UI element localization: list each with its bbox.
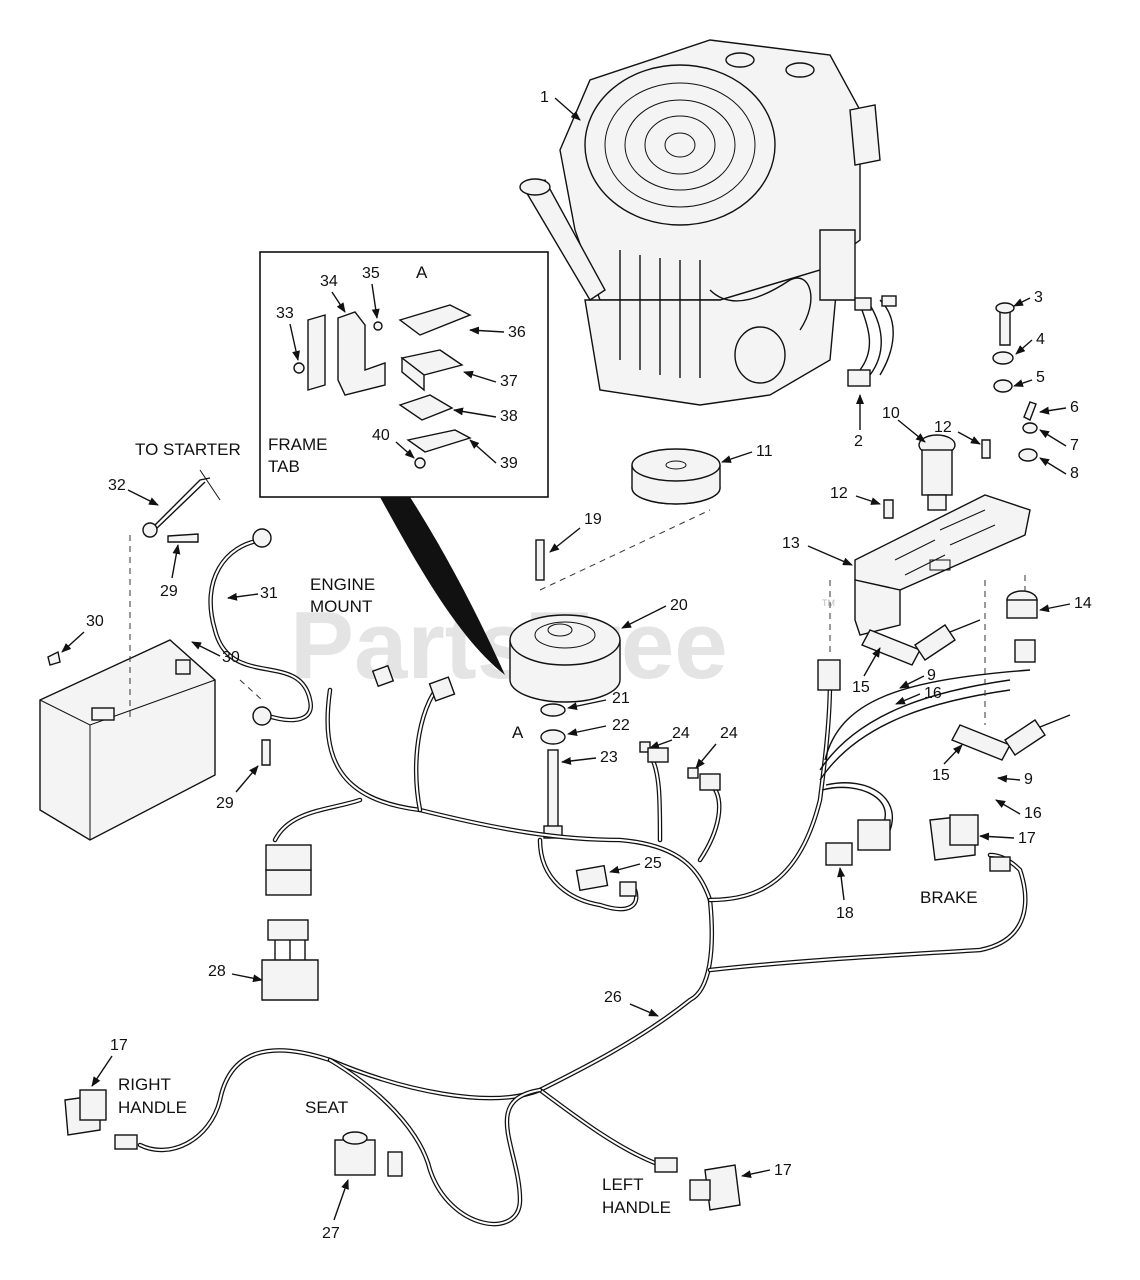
callout-13: 13 <box>782 535 800 552</box>
callout-3: 3 <box>1034 289 1043 306</box>
switches-17-27 <box>64 814 1011 1211</box>
left-handle-label-1: LEFT <box>602 1175 644 1194</box>
right-handle-label-2: HANDLE <box>118 1098 187 1117</box>
callout-31: 31 <box>260 585 278 602</box>
callout-16b: 16 <box>1024 805 1042 822</box>
ignition-switch-part <box>883 434 991 519</box>
pulley-part <box>631 448 721 505</box>
callout-24b: 24 <box>720 725 738 742</box>
callout-29a: 29 <box>160 583 178 600</box>
clutch-view-letter: A <box>512 723 524 742</box>
callout-12b: 12 <box>830 485 848 502</box>
callout-17a: 17 <box>1018 830 1036 847</box>
callout-29b: 29 <box>216 795 234 812</box>
callout-18: 18 <box>836 905 854 922</box>
main-wiring-harness <box>137 659 1031 1227</box>
callout-35: 35 <box>362 265 380 282</box>
callout-20: 20 <box>670 597 688 614</box>
callout-30a: 30 <box>86 613 104 630</box>
callout-17b: 17 <box>110 1037 128 1054</box>
switch-part-14 <box>1006 590 1038 663</box>
callout-11: 11 <box>756 443 773 460</box>
callout-19: 19 <box>584 511 602 528</box>
inset-view-letter: A <box>416 263 428 282</box>
seat-label: SEAT <box>305 1098 348 1117</box>
cable-part-15 <box>861 619 1071 761</box>
callout-28: 28 <box>208 963 226 980</box>
callout-16a: 16 <box>924 685 942 702</box>
callout-15b: 15 <box>932 767 950 784</box>
brake-label: BRAKE <box>920 888 978 907</box>
callout-1: 1 <box>540 89 549 106</box>
engine-mount-label-1: ENGINE <box>310 575 375 594</box>
callout-15a: 15 <box>852 679 870 696</box>
callout-32: 32 <box>108 477 126 494</box>
left-handle-label-2: HANDLE <box>602 1198 671 1217</box>
detail-inset-a <box>259 251 549 498</box>
engine-harness-connector-part <box>847 295 897 387</box>
callout-33: 33 <box>276 305 294 322</box>
frame-tab-label-1: FRAME <box>268 435 328 454</box>
engine-mount-label-2: MOUNT <box>310 597 372 616</box>
callout-7: 7 <box>1070 437 1079 454</box>
callout-25: 25 <box>644 855 662 872</box>
callouts: 1 2 3 4 5 6 7 8 9 9 10 11 12 12 13 14 15… <box>61 89 1092 1242</box>
callout-24a: 24 <box>672 725 690 742</box>
watermark-trademark: TM <box>822 598 835 608</box>
right-handle-label-1: RIGHT <box>118 1075 171 1094</box>
connectors <box>261 664 891 1001</box>
hardware-bolts-nuts <box>992 302 1038 462</box>
callout-22: 22 <box>612 717 630 734</box>
callout-10: 10 <box>882 405 900 422</box>
callout-36: 36 <box>508 324 526 341</box>
callout-14: 14 <box>1074 595 1092 612</box>
callout-17c: 17 <box>774 1162 792 1179</box>
callout-12a: 12 <box>934 419 952 436</box>
inset-pointer <box>380 497 505 675</box>
callout-6: 6 <box>1070 399 1079 416</box>
callout-21: 21 <box>612 690 630 707</box>
callout-34: 34 <box>320 273 338 290</box>
callout-5: 5 <box>1036 369 1045 386</box>
frame-tab-label-2: TAB <box>268 457 300 476</box>
callout-38: 38 <box>500 408 518 425</box>
callout-39: 39 <box>500 455 518 472</box>
callout-37: 37 <box>500 373 518 390</box>
callout-9a: 9 <box>927 667 936 684</box>
callout-9b: 9 <box>1024 771 1033 788</box>
electric-clutch-part <box>509 539 621 839</box>
to-starter-label: TO STARTER <box>135 440 241 459</box>
callout-4: 4 <box>1036 331 1045 348</box>
engine-part <box>519 39 881 406</box>
callout-2: 2 <box>854 433 863 450</box>
battery-part <box>39 639 216 841</box>
callout-27: 27 <box>322 1225 340 1242</box>
watermark-text: PartsTree <box>290 592 728 699</box>
callout-23: 23 <box>600 749 618 766</box>
mounting-bracket-part <box>854 494 1031 636</box>
callout-8: 8 <box>1070 465 1079 482</box>
callout-40: 40 <box>372 427 390 444</box>
callout-30b: 30 <box>222 649 240 666</box>
callout-26: 26 <box>604 989 622 1006</box>
